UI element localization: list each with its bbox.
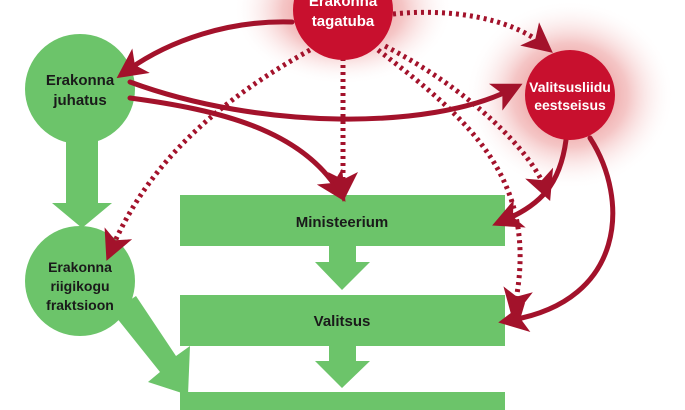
arrow-tagatuba-to-eestseisus [392, 9, 553, 53]
ministeerium-box [180, 195, 505, 246]
valitsus-box [180, 295, 505, 346]
tagatuba-label-1: Erakonna [309, 0, 378, 10]
juhatus-label-1: Erakonna [46, 72, 115, 89]
arrow-valitsus-to-bottom [315, 346, 370, 388]
valitsus-label: Valitsus [314, 313, 371, 330]
tagatuba-node [293, 0, 393, 60]
arrow-juhatus-to-fraktsioon [52, 128, 112, 228]
arrow-fraktsioon-to-bottom [112, 296, 190, 395]
eestseisus-node [525, 50, 615, 140]
juhatus-label-2: juhatus [52, 92, 106, 109]
green-flow-arrows [52, 128, 370, 395]
arrow-eestseisus-to-valitsus [498, 135, 616, 332]
arrow-tagatuba-to-juhatus [116, 19, 295, 79]
tagatuba-label-2: tagatuba [312, 13, 375, 30]
dashed-red-arrows [104, 9, 554, 319]
fraktsioon-label-1: Erakonna [48, 259, 112, 275]
eestseisus-label-2: eestseisus [534, 97, 606, 113]
eestseisus-label-1: Valitsusliidu [529, 79, 611, 95]
ministeerium-label: Ministeerium [296, 214, 389, 231]
bottom-box [180, 392, 505, 410]
juhatus-node [25, 34, 135, 144]
arrow-juhatus-to-ministeerium [127, 95, 346, 202]
arrow-tagatuba-to-valitsus [376, 48, 533, 319]
fraktsioon-label-2: riigikogu [50, 278, 109, 294]
fraktsioon-label-3: fraktsioon [46, 297, 114, 313]
arrow-ministeerium-to-valitsus [315, 246, 370, 290]
